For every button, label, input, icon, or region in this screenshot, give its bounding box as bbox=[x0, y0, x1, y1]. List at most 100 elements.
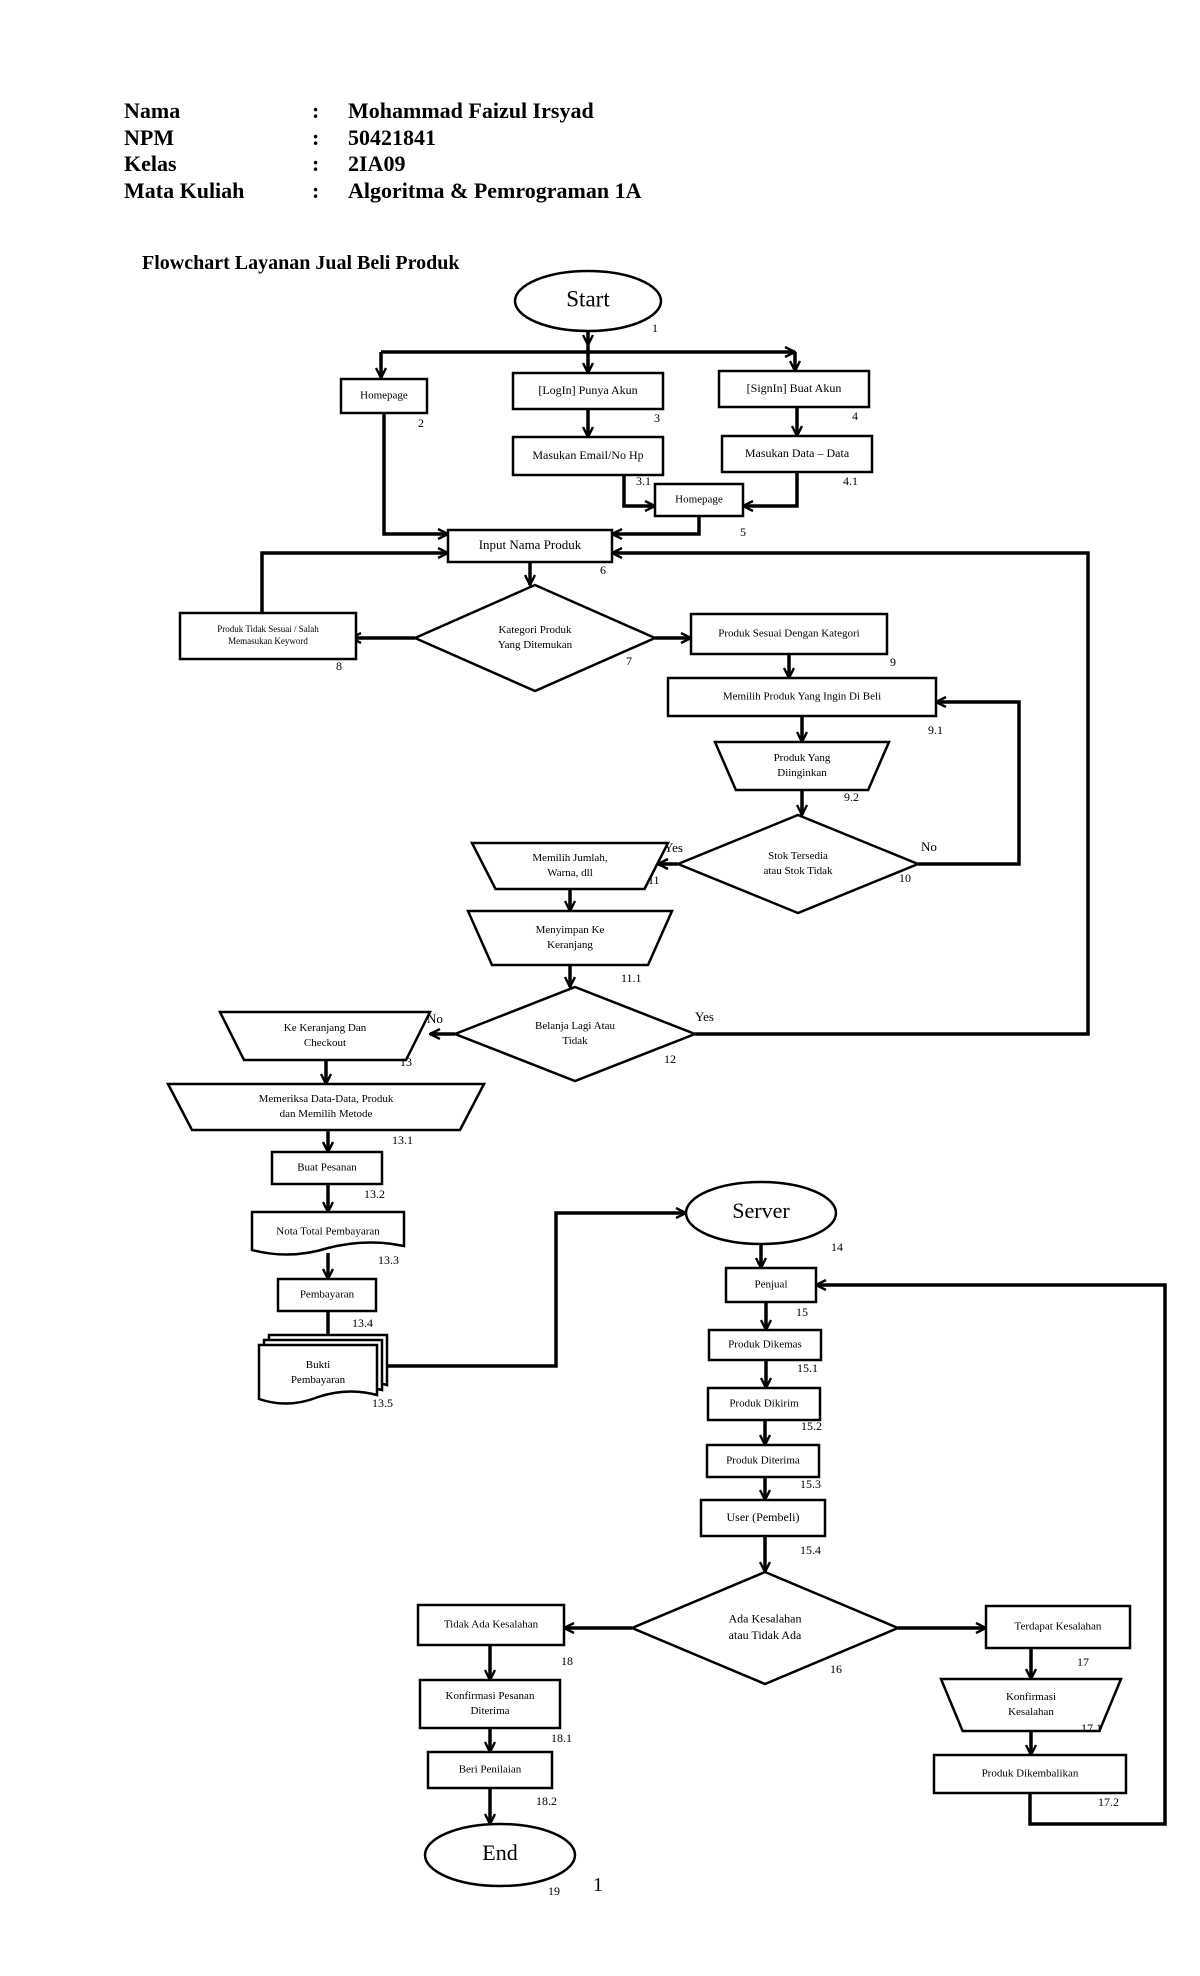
info-row-kelas: Kelas:2IA09 bbox=[124, 151, 641, 178]
node-label: Beri Penilaian bbox=[459, 1764, 522, 1776]
node-label: Konfirmasi Pesanan bbox=[446, 1690, 535, 1702]
step-number: 13.3 bbox=[378, 1253, 399, 1267]
node-label: atau Tidak Ada bbox=[729, 1628, 802, 1642]
decision-diamond bbox=[674, 813, 922, 915]
flow-node-n11: Memilih Jumlah, Warna, dll 11 bbox=[469, 841, 671, 891]
manual-input-shape bbox=[466, 909, 674, 967]
branch-label-yes: Yes bbox=[664, 840, 683, 855]
node-label: Start bbox=[566, 286, 610, 311]
step-number: 9 bbox=[890, 655, 896, 669]
connector-arrow bbox=[918, 702, 1021, 866]
process-box bbox=[270, 1150, 384, 1186]
connector-arrow bbox=[743, 472, 799, 506]
step-number: 1 bbox=[652, 321, 658, 335]
step-number: 10 bbox=[899, 871, 911, 885]
node-label: Produk Dikemas bbox=[728, 1339, 802, 1351]
decision-diamond bbox=[451, 985, 699, 1083]
info-colon: : bbox=[312, 124, 320, 150]
process-box bbox=[705, 1443, 821, 1479]
flow-node-n15-4: User (Pembeli)15.4 bbox=[699, 1498, 827, 1557]
node-label: Tidak bbox=[562, 1035, 588, 1047]
step-number: 8 bbox=[336, 659, 342, 673]
process-box bbox=[653, 482, 745, 518]
node-label: Memilih Jumlah, bbox=[532, 852, 607, 864]
process-box bbox=[416, 1603, 566, 1647]
process-box bbox=[724, 1266, 818, 1304]
process-box bbox=[178, 611, 358, 661]
connector-arrow bbox=[380, 1213, 686, 1368]
node-label: Belanja Lagi Atau bbox=[535, 1020, 616, 1032]
decision-diamond bbox=[628, 1570, 902, 1686]
node-label: Penjual bbox=[755, 1279, 788, 1291]
step-number: 3.1 bbox=[636, 474, 651, 488]
page-number: 1 bbox=[593, 1874, 603, 1896]
process-box bbox=[426, 1750, 554, 1790]
process-box bbox=[511, 435, 665, 477]
step-number: 15.1 bbox=[797, 1361, 818, 1375]
node-label: Memeriksa Data-Data, Produk bbox=[259, 1093, 394, 1105]
step-number: 3 bbox=[654, 411, 660, 425]
connector-arrow bbox=[622, 475, 655, 506]
step-number: 2 bbox=[418, 416, 424, 430]
node-label: Ke Keranjang Dan bbox=[284, 1022, 367, 1034]
manual-input-shape bbox=[217, 1010, 433, 1062]
node-label: Ada Kesalahan bbox=[729, 1612, 802, 1626]
process-box bbox=[418, 1678, 562, 1730]
step-number: 17.1 bbox=[1081, 1721, 1102, 1735]
node-label: Bukti bbox=[306, 1359, 330, 1371]
terminal-shape bbox=[513, 269, 663, 333]
node-label: Masukan Email/No Hp bbox=[532, 448, 643, 462]
manual-input-shape bbox=[713, 740, 891, 792]
node-label: Warna, dll bbox=[547, 867, 593, 879]
connector-layer bbox=[260, 331, 1167, 1826]
step-number: 17.2 bbox=[1098, 1795, 1119, 1809]
node-label: Memilih Produk Yang Ingin Di Beli bbox=[723, 691, 881, 703]
step-number: 17 bbox=[1077, 1655, 1089, 1669]
connector-arrow bbox=[816, 1285, 1167, 1826]
node-label: atau Stok Tidak bbox=[763, 865, 833, 877]
node-label: Produk Yang bbox=[774, 752, 831, 764]
process-box bbox=[707, 1328, 823, 1362]
process-box bbox=[276, 1277, 378, 1313]
step-number: 15 bbox=[796, 1305, 808, 1319]
node-label: Kesalahan bbox=[1008, 1706, 1054, 1718]
node-label: Stok Tersedia bbox=[768, 850, 828, 862]
info-value: 2IA09 bbox=[348, 151, 406, 176]
process-box bbox=[339, 377, 429, 415]
node-label: Produk Diterima bbox=[726, 1455, 800, 1467]
step-number: 18 bbox=[561, 1654, 573, 1668]
connector-arrow bbox=[612, 516, 701, 534]
node-label: Server bbox=[732, 1198, 790, 1223]
step-number: 11.1 bbox=[621, 971, 642, 985]
process-box bbox=[984, 1604, 1132, 1650]
node-label: Masukan Data – Data bbox=[745, 446, 850, 460]
step-number: 18.1 bbox=[551, 1731, 572, 1745]
flowchart-title: Flowchart Layanan Jual Beli Produk bbox=[142, 252, 460, 274]
step-number: 15.2 bbox=[801, 1419, 822, 1433]
process-box bbox=[689, 612, 889, 656]
node-label: Pembayaran bbox=[300, 1289, 355, 1301]
process-box bbox=[717, 369, 871, 409]
step-number: 15.4 bbox=[800, 1543, 821, 1557]
step-number: 11 bbox=[648, 873, 660, 887]
step-number: 4.1 bbox=[843, 474, 858, 488]
step-number: 16 bbox=[830, 1662, 842, 1676]
info-key: Nama bbox=[124, 98, 181, 123]
